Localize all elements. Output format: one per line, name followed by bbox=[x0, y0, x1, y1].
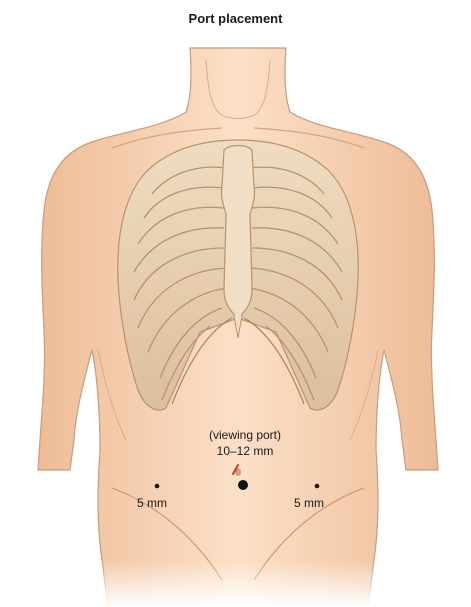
right-port-size-label: 5 mm bbox=[294, 496, 324, 510]
bottom-fade bbox=[0, 560, 471, 607]
left-port-marker bbox=[155, 484, 160, 489]
viewing-port-size-label: 10–12 mm bbox=[190, 444, 300, 458]
left-port-size-label: 5 mm bbox=[137, 496, 167, 510]
viewing-port-note: (viewing port) bbox=[190, 428, 300, 442]
right-port-marker bbox=[315, 484, 320, 489]
viewing-port-marker bbox=[238, 480, 248, 490]
figure-title: Port placement bbox=[0, 11, 471, 26]
